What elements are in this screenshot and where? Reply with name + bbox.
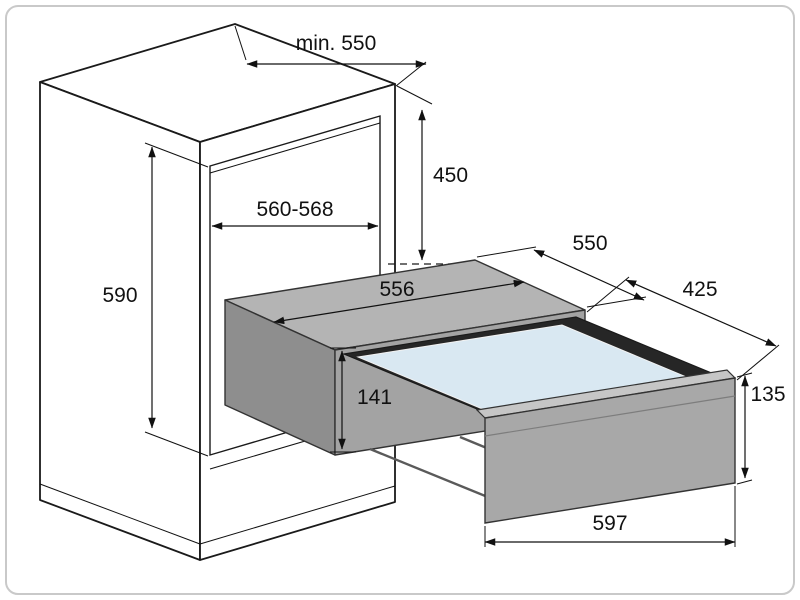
dim-label-niche-width: 560-568 [256, 198, 333, 221]
dimension-open-clearance: 425 [586, 276, 780, 381]
rail-left [369, 447, 501, 504]
dimension-front-width: 597 [484, 486, 736, 547]
dim-label-front-width: 597 [592, 512, 627, 535]
plinth-line-front [199, 485, 396, 545]
dim-label-column-height: 590 [102, 284, 137, 307]
dimension-appliance-width: 556 [273, 278, 525, 325]
dim-label-appliance-width: 556 [379, 278, 414, 301]
niche-inner-top-line [209, 122, 381, 174]
dim-label-appliance-depth: 550 [572, 232, 607, 255]
drawer-front-panel [475, 369, 737, 524]
dimension-appliance-height: 141 [330, 347, 392, 453]
panel-face [484, 377, 736, 524]
dim-label-niche-height: 450 [433, 164, 468, 187]
cabinet-left-face [39, 81, 201, 561]
dimension-front-height: 135 [736, 372, 786, 485]
dimension-niche-height: 450 [396, 85, 468, 261]
dim-label-appliance-height: 141 [357, 386, 392, 409]
plinth-line-left [39, 483, 201, 545]
dimension-niche-depth: min. 550 [234, 25, 427, 87]
dim-label-niche-depth: min. 550 [296, 32, 377, 55]
dim-label-front-height: 135 [750, 383, 785, 406]
dim-label-open-clearance: 425 [682, 278, 717, 301]
dimension-column-height: 590 [102, 142, 209, 457]
dimension-niche-width: 560-568 [211, 198, 379, 230]
panel-groove-line [484, 395, 736, 437]
